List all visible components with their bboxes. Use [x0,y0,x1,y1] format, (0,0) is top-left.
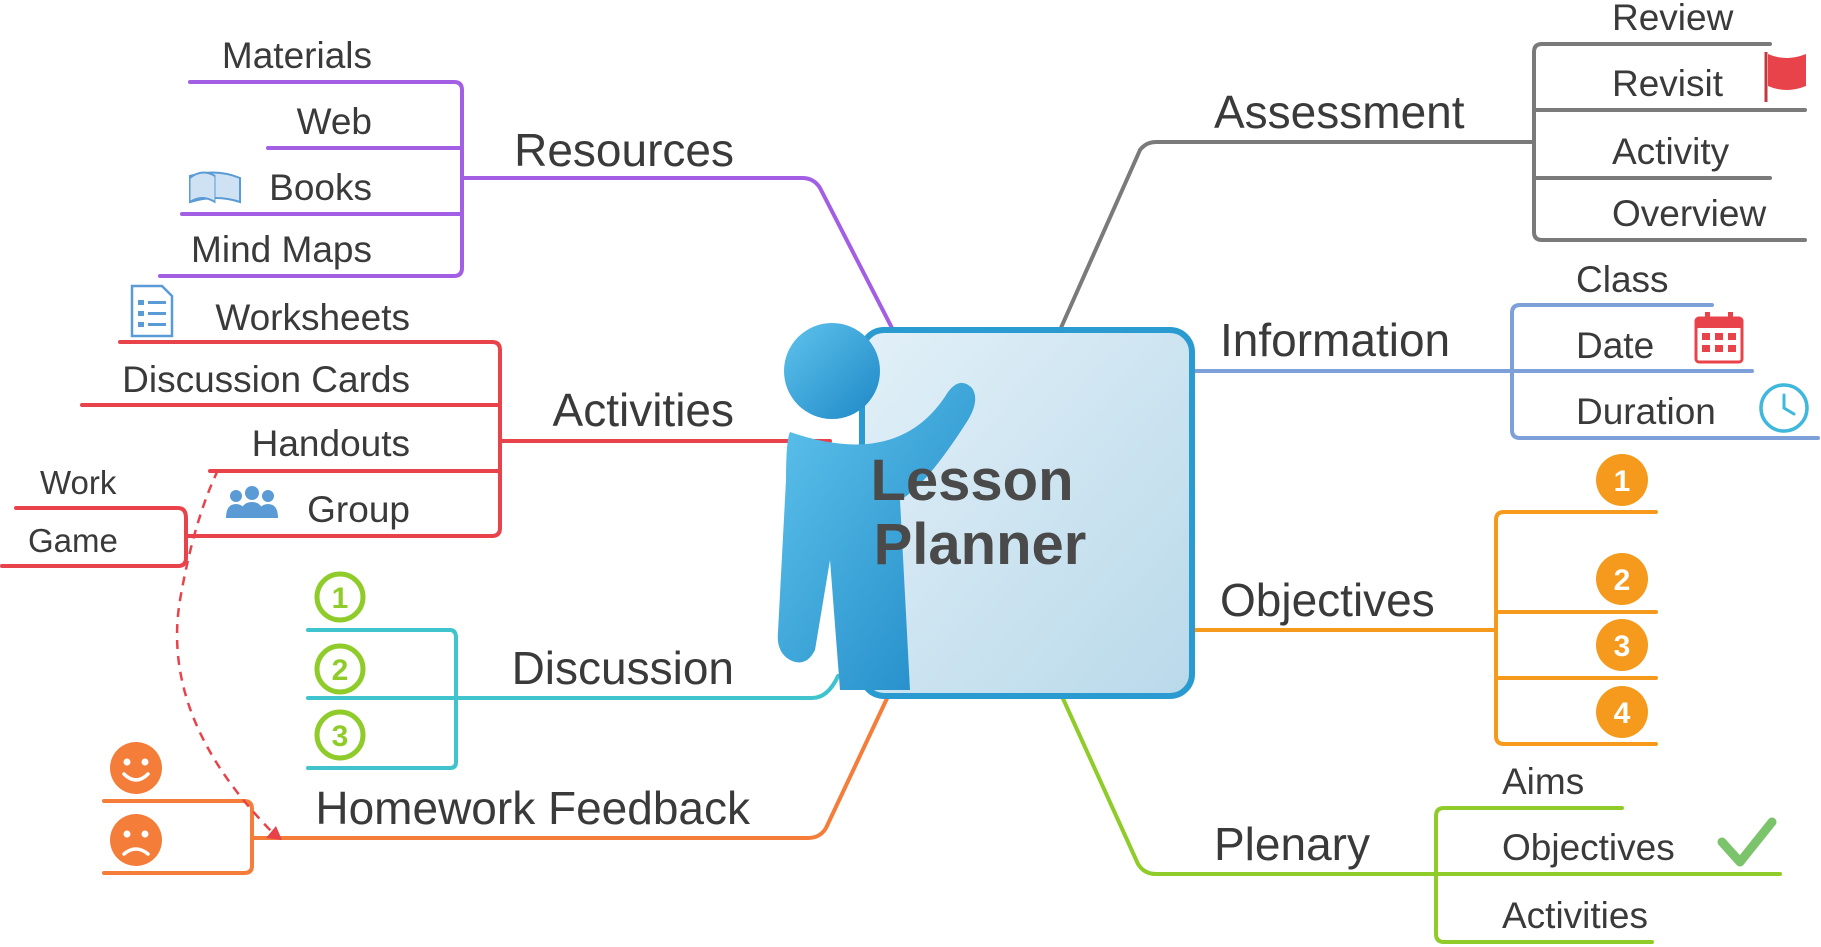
assessment-revisit[interactable]: Revisit [1612,63,1724,104]
central-node[interactable]: Lesson Planner [777,323,1195,699]
objectives-number-4[interactable]: 4 [1596,686,1648,738]
plenary-aims[interactable]: Aims [1502,761,1584,802]
happy-face-icon [110,742,162,794]
open-book-icon [189,171,241,204]
sad-face-icon [110,814,162,866]
objectives-number-1-label: 1 [1614,465,1631,498]
assessment-lines [1058,42,1807,332]
assessment-activity[interactable]: Activity [1612,131,1730,172]
connectors [0,42,1820,944]
arrow-head [266,826,282,840]
information-date[interactable]: Date [1576,325,1654,366]
branch-assessment[interactable]: Assessment [1214,86,1465,138]
information-class[interactable]: Class [1576,259,1669,300]
objectives-number-1[interactable]: 1 [1596,454,1648,506]
homework-lines [102,690,892,875]
branch-homework-feedback[interactable]: Homework Feedback [315,782,751,834]
discussion-number-3-label: 3 [332,720,349,753]
branch-plenary[interactable]: Plenary [1214,818,1370,870]
people-group-icon [226,486,278,518]
discussion-number-1[interactable]: 1 [314,571,366,623]
resources-mind-maps[interactable]: Mind Maps [191,229,372,270]
objectives-number-2[interactable]: 2 [1596,553,1648,605]
assessment-review[interactable]: Review [1612,0,1734,38]
information-duration[interactable]: Duration [1576,391,1716,432]
objectives-lines [1188,510,1658,746]
branch-discussion[interactable]: Discussion [512,642,734,694]
resources-lines [158,80,895,332]
discussion-number-1-label: 1 [332,582,349,615]
branch-objectives[interactable]: Objectives [1220,574,1435,626]
check-mark-icon [1717,817,1777,867]
discussion-number-2-label: 2 [332,654,349,687]
teacher-figure-icon [777,323,976,690]
objectives-number-2-label: 2 [1614,564,1631,597]
plenary-objectives[interactable]: Objectives [1502,827,1675,868]
group-work[interactable]: Work [40,464,117,501]
branch-resources[interactable]: Resources [514,124,734,176]
objectives-number-4-label: 4 [1614,697,1631,730]
plenary-lines [1058,690,1782,944]
activities-discussion-cards[interactable]: Discussion Cards [122,359,410,400]
clock-icon [1759,383,1809,433]
center-title-line-2: Planner [874,512,1087,577]
assessment-overview[interactable]: Overview [1612,193,1766,234]
branch-activities[interactable]: Activities [553,384,734,436]
resources-materials[interactable]: Materials [222,35,372,76]
activities-group[interactable]: Group [307,489,410,530]
red-flag-icon [1764,52,1806,102]
resources-web[interactable]: Web [297,101,372,142]
objectives-number-3[interactable]: 3 [1596,619,1648,671]
resources-books[interactable]: Books [269,167,372,208]
branch-information[interactable]: Information [1220,314,1450,366]
checklist-document-icon [130,284,174,338]
activities-lines [0,340,832,568]
objectives-number-3-label: 3 [1614,630,1631,663]
discussion-number-2[interactable]: 2 [314,643,366,695]
activities-worksheets[interactable]: Worksheets [215,297,410,338]
plenary-activities[interactable]: Activities [1502,895,1648,936]
activities-handouts[interactable]: Handouts [252,423,410,464]
group-game[interactable]: Game [28,522,118,559]
center-title-line-1: Lesson [870,448,1073,513]
discussion-number-3[interactable]: 3 [314,709,366,761]
calendar-icon [1694,312,1744,364]
relationship-arrow [175,469,277,837]
discussion-lines [306,628,840,770]
information-lines [1188,303,1820,440]
